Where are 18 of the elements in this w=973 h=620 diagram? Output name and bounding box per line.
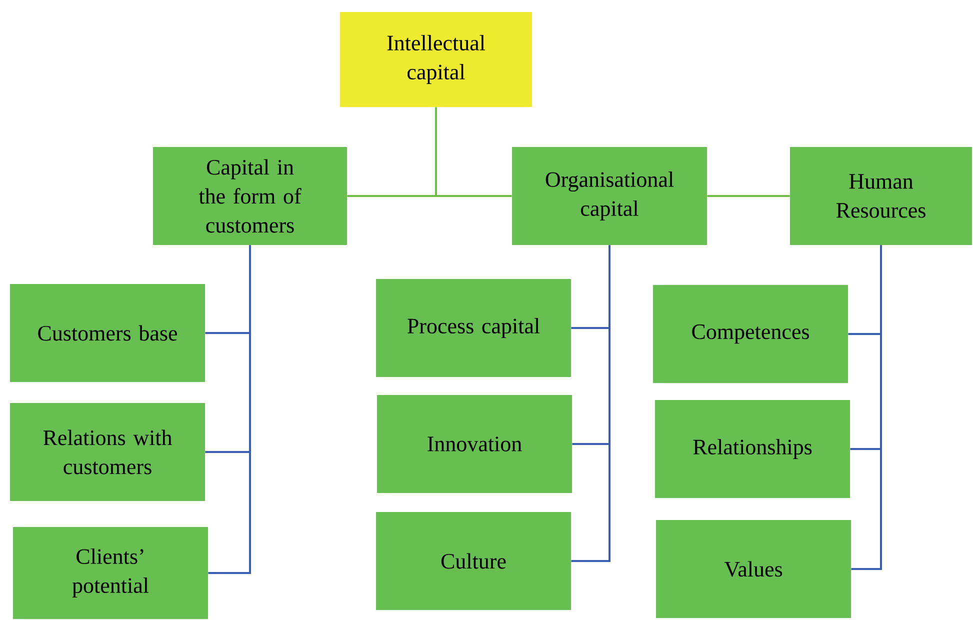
category-box: Relations with customers xyxy=(10,403,205,501)
title-box: Intellectual capital xyxy=(340,12,532,107)
category-box: Organisational capital xyxy=(512,147,707,245)
category-box: Process capital xyxy=(376,279,571,377)
category-box: Capital in the form of customers xyxy=(153,147,347,245)
category-box: Innovation xyxy=(377,395,572,493)
category-box: Customers base xyxy=(10,284,205,382)
connector-line xyxy=(435,107,512,197)
connector-line xyxy=(851,245,882,570)
connector-line xyxy=(208,245,251,574)
category-box: Culture xyxy=(376,512,571,610)
category-box: Competences xyxy=(653,285,848,383)
category-box: Values xyxy=(656,520,851,618)
category-box: Relationships xyxy=(655,400,850,498)
connector-line xyxy=(707,195,790,197)
category-box: Clients’ potential xyxy=(13,527,208,619)
category-box: Human Resources xyxy=(790,147,972,245)
connector-line xyxy=(571,245,610,562)
